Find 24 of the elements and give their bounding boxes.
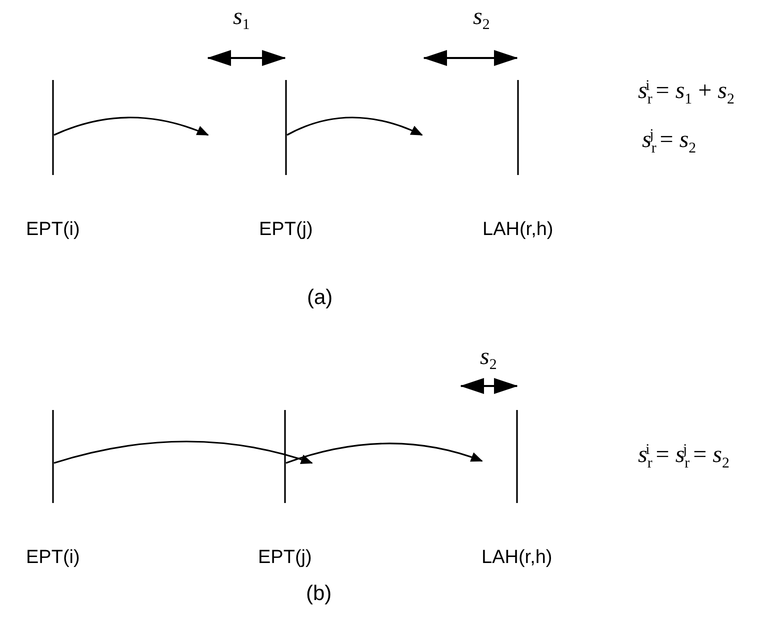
timeline-marker [258, 410, 312, 569]
curved-arrow [54, 440, 313, 464]
marker-label: EPT(i) [26, 219, 80, 241]
timeline-marker [26, 410, 80, 569]
math-formula: s$_{r}$$^{j}$ = s$_{2}$ [642, 127, 696, 158]
math-formula: s$_{2}$ [473, 4, 490, 34]
math-formula: s$_{2}$ [480, 344, 497, 374]
curved-arrow [286, 116, 423, 136]
timeline-marker [482, 80, 554, 241]
marker-label: LAH(r,h) [482, 547, 552, 569]
marker-label: LAH(r,h) [482, 219, 554, 241]
curved-arrow [54, 116, 209, 136]
timeline-marker [26, 80, 80, 241]
timeline-marker [259, 80, 313, 241]
panel-label: (a) [307, 286, 333, 310]
math-formula: s$_{r}$$^{i}$ = s$_{1}$ + s$_{2}$ [638, 78, 734, 108]
marker-label: EPT(j) [258, 547, 312, 569]
math-formula: s$_{r}$$^{i}$ = s$_{r}$$^{j}$ = s$_{2}$ [638, 442, 730, 472]
panel-label: (b) [306, 582, 332, 606]
curved-arrow [286, 442, 483, 464]
timeline-marker [482, 410, 552, 569]
marker-label: EPT(j) [259, 219, 313, 241]
marker-label: EPT(i) [26, 547, 80, 569]
math-formula: s$_{1}$ [233, 4, 250, 34]
